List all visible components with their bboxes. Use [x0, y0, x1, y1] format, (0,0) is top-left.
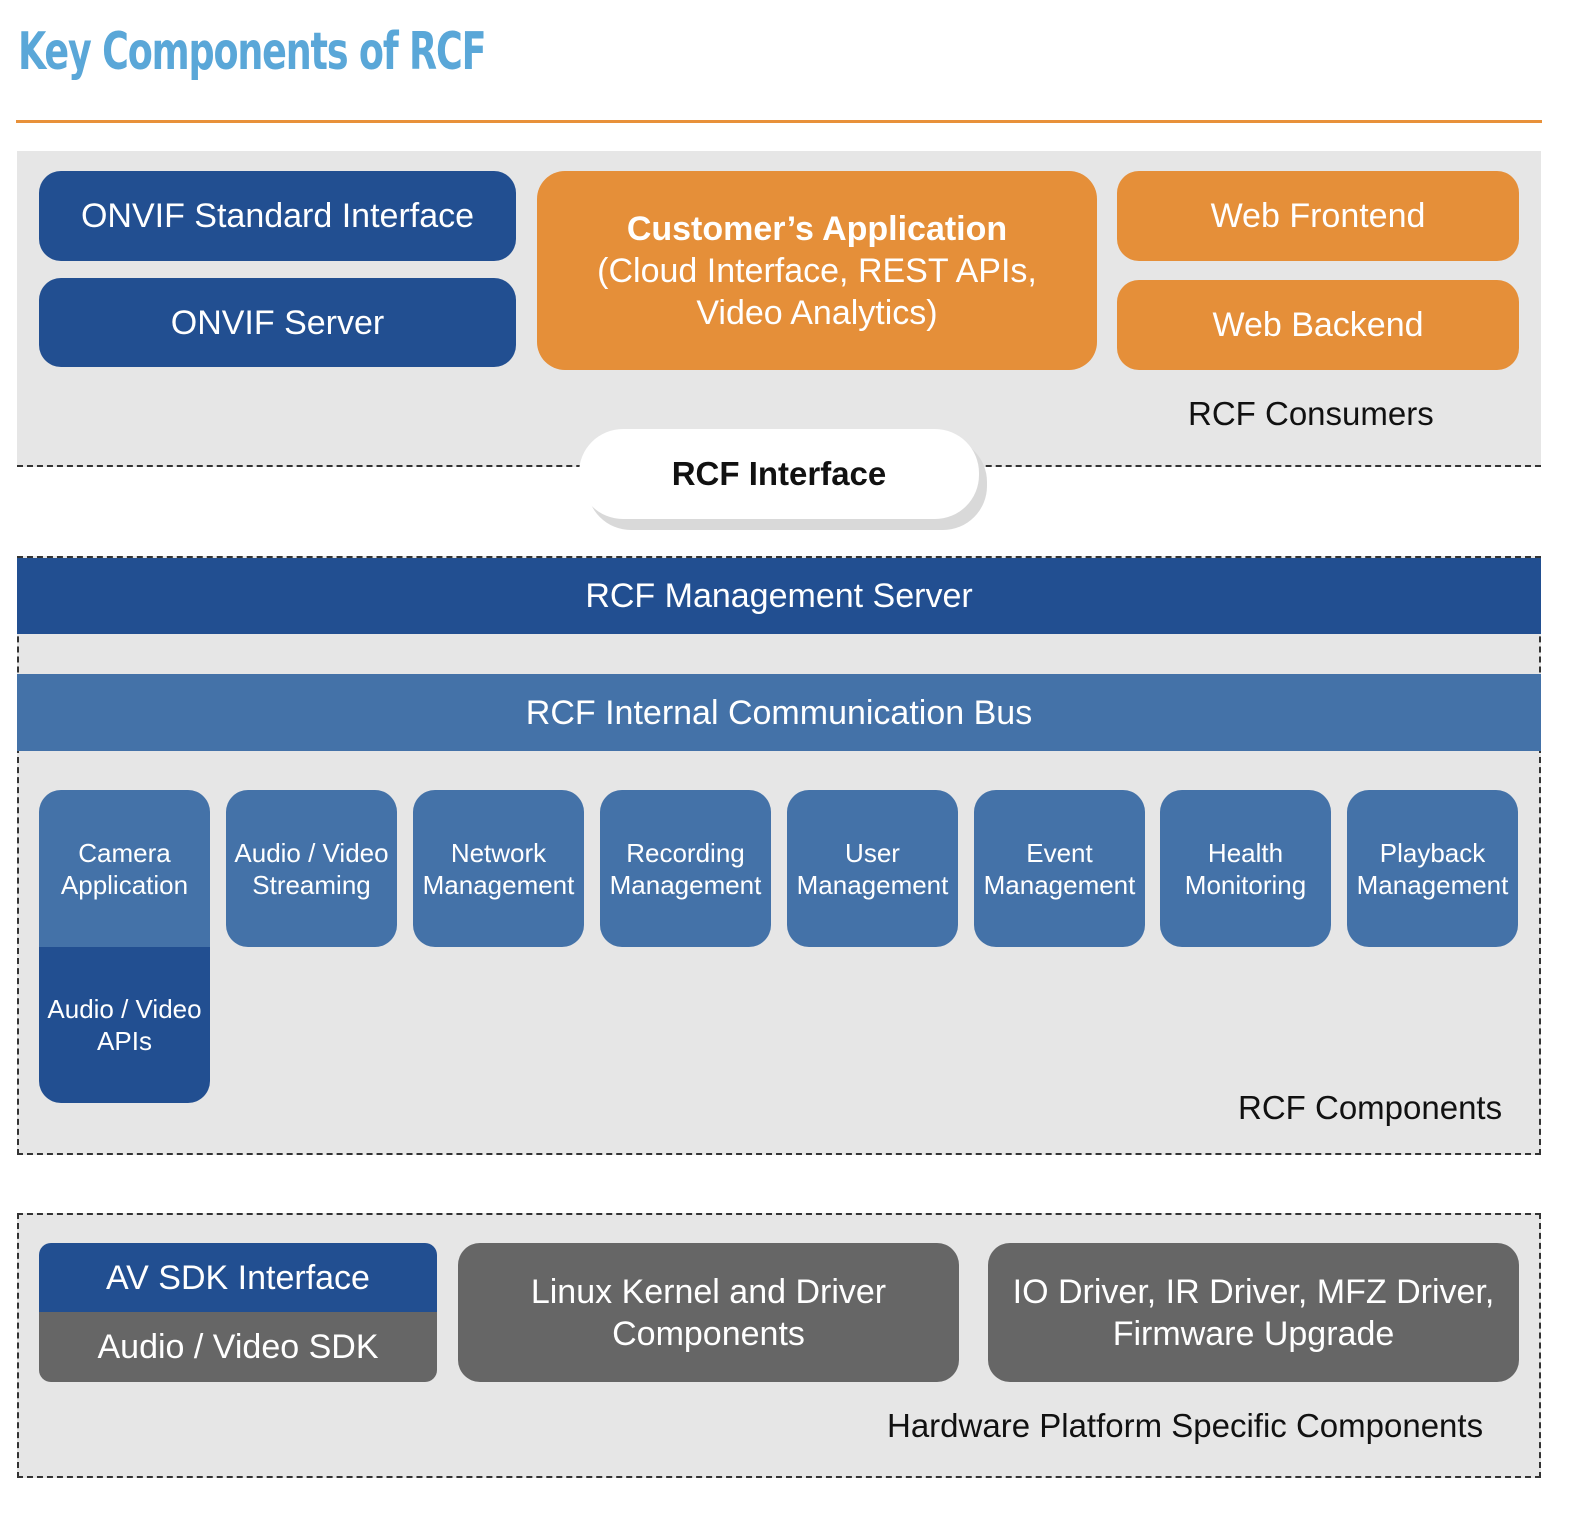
linux-kernel-line2: Components	[612, 1314, 805, 1353]
rcf-interface-pill: RCF Interface	[579, 429, 979, 519]
av-sdk-interface-box: AV SDK Interface	[39, 1243, 437, 1312]
module-line1: Audio / Video	[234, 837, 389, 868]
web-frontend-label: Web Frontend	[1210, 197, 1426, 235]
web-frontend-box: Web Frontend	[1117, 171, 1519, 261]
module-line1: Recording	[626, 837, 745, 868]
rcf-internal-communication-bus-bar: RCF Internal Communication Bus	[17, 674, 1541, 751]
module-line2: Application	[60, 869, 189, 900]
module-audio-video-apis: Audio / Video APIs	[39, 947, 210, 1103]
onvif-server-box: ONVIF Server	[39, 278, 516, 367]
drivers-line1: IO Driver, IR Driver, MFZ Driver,	[1012, 1272, 1495, 1311]
module-line1: Event	[1026, 837, 1093, 868]
drivers-line2: Firmware Upgrade	[1112, 1314, 1395, 1353]
web-backend-box: Web Backend	[1117, 280, 1519, 370]
rcf-components-label: RCF Components	[1238, 1089, 1503, 1126]
web-backend-label: Web Backend	[1212, 306, 1424, 344]
hardware-platform-label: Hardware Platform Specific Components	[887, 1407, 1484, 1444]
rcf-management-server-bar: RCF Management Server	[17, 558, 1541, 634]
title-divider	[16, 120, 1542, 123]
module-audio-video-streaming: Audio / Video Streaming	[226, 790, 397, 947]
customers-application-title: Customer’s Application	[626, 209, 1008, 248]
av-apis-line1: Audio / Video	[47, 994, 202, 1024]
module-camera-application: Camera Application	[39, 790, 210, 947]
module-line2: Streaming	[252, 869, 371, 900]
onvif-server-label: ONVIF Server	[170, 303, 385, 342]
rcf-interface-label: RCF Interface	[671, 455, 887, 492]
rcf-management-server-label: RCF Management Server	[585, 577, 973, 615]
module-line2: Management	[796, 869, 949, 900]
module-line2: Management	[1356, 869, 1509, 900]
module-line2: Management	[983, 869, 1136, 900]
onvif-standard-interface-label: ONVIF Standard Interface	[80, 197, 475, 235]
module-line2: Monitoring	[1184, 869, 1307, 900]
page-title: Key Components of RCF	[18, 22, 487, 82]
module-event-management: Event Management	[974, 790, 1145, 947]
linux-kernel-box: Linux Kernel and Driver Components	[458, 1243, 959, 1382]
linux-kernel-line1: Linux Kernel and Driver	[530, 1272, 887, 1311]
module-user-management: User Management	[787, 790, 958, 947]
drivers-box: IO Driver, IR Driver, MFZ Driver, Firmwa…	[988, 1243, 1519, 1382]
module-line1: Network	[450, 837, 547, 868]
module-playback-management: Playback Management	[1347, 790, 1518, 947]
module-recording-management: Recording Management	[600, 790, 771, 947]
rcf-internal-communication-bus-label: RCF Internal Communication Bus	[525, 693, 1033, 732]
av-sdk-box: Audio / Video SDK	[39, 1312, 437, 1382]
av-sdk-label: Audio / Video SDK	[97, 1328, 379, 1366]
module-line1: Playback	[1379, 837, 1486, 868]
av-apis-line2: APIs	[97, 1026, 152, 1056]
module-line2: Management	[609, 869, 762, 900]
module-line1: Health	[1207, 837, 1284, 868]
customers-application-box: Customer’s Application (Cloud Interface,…	[537, 171, 1097, 370]
module-network-management: Network Management	[413, 790, 584, 947]
onvif-standard-interface-box: ONVIF Standard Interface	[39, 171, 516, 261]
rcf-consumers-label: RCF Consumers	[1188, 395, 1434, 432]
module-line1: Camera	[78, 837, 171, 868]
customers-application-line2: Video Analytics)	[696, 293, 938, 332]
module-line2: Management	[422, 869, 575, 900]
module-line1: User	[845, 837, 900, 868]
module-health-monitoring: Health Monitoring	[1160, 790, 1331, 947]
av-sdk-interface-label: AV SDK Interface	[106, 1258, 370, 1297]
customers-application-line1: (Cloud Interface, REST APIs,	[597, 251, 1037, 290]
